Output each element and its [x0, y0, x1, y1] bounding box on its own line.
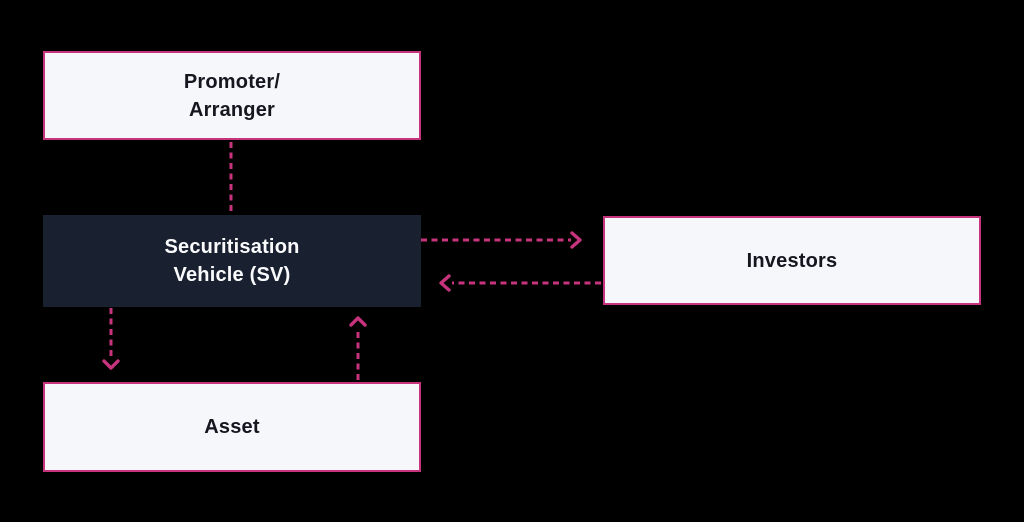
node-securitisation-vehicle: Securitisation Vehicle (SV)	[43, 215, 421, 307]
node-securitisation-vehicle-label: Securitisation Vehicle (SV)	[164, 236, 300, 286]
node-asset-label: Asset	[204, 416, 260, 438]
arrowhead-investors-sv-left-icon	[439, 274, 451, 292]
node-investors-label: Investors	[746, 249, 838, 272]
arrowhead-asset-sv-up-icon	[349, 316, 367, 327]
arrowhead-sv-investors-right-icon	[570, 231, 582, 249]
node-investors: Investors	[603, 216, 981, 305]
node-promoter-arranger: Promoter/ Arranger	[43, 51, 421, 140]
node-asset: Asset	[43, 382, 421, 472]
arrowhead-sv-asset-down-icon	[102, 359, 120, 370]
node-promoter-arranger-label: Promoter/ Arranger	[183, 70, 281, 121]
